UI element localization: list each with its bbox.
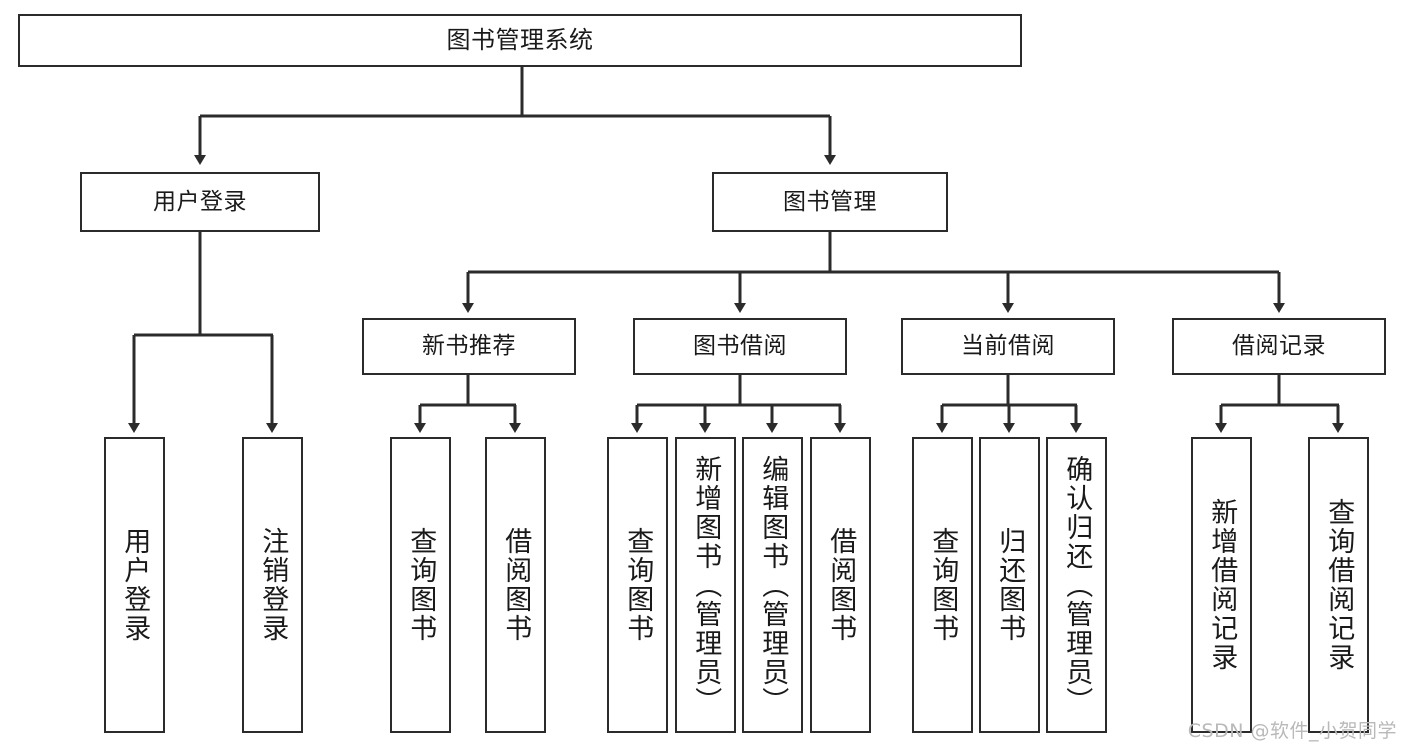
node-label: 借阅图书 bbox=[825, 527, 857, 643]
node-label: 编辑图书（管理员） bbox=[757, 454, 789, 716]
leaf-user-login-login[interactable]: 用户登录 bbox=[104, 437, 165, 733]
node-root-system[interactable]: 图书管理系统 bbox=[18, 14, 1022, 67]
leaf-user-login-logout[interactable]: 注销登录 bbox=[242, 437, 303, 733]
node-user-login[interactable]: 用户登录 bbox=[80, 172, 320, 232]
node-label: 用户登录 bbox=[119, 527, 151, 643]
node-label: 查询图书 bbox=[405, 527, 437, 643]
leaf-new-book-borrow[interactable]: 借阅图书 bbox=[485, 437, 546, 733]
node-label: 图书借阅 bbox=[693, 333, 787, 360]
node-label: 用户登录 bbox=[153, 188, 247, 215]
node-label: 当前借阅 bbox=[961, 333, 1055, 360]
leaf-current-return-book[interactable]: 归还图书 bbox=[979, 437, 1040, 733]
node-label: 借阅图书 bbox=[500, 527, 532, 643]
leaf-new-book-query[interactable]: 查询图书 bbox=[390, 437, 451, 733]
node-label: 确认归还（管理员） bbox=[1061, 454, 1093, 716]
node-label: 查询图书 bbox=[927, 527, 959, 643]
node-label: 新增借阅记录 bbox=[1206, 498, 1238, 672]
node-new-book-recommend[interactable]: 新书推荐 bbox=[362, 318, 576, 375]
node-current-borrow[interactable]: 当前借阅 bbox=[901, 318, 1115, 375]
leaf-borrow-add-book[interactable]: 新增图书（管理员） bbox=[675, 437, 736, 733]
leaf-current-confirm-return[interactable]: 确认归还（管理员） bbox=[1046, 437, 1107, 733]
node-label: 图书管理系统 bbox=[446, 25, 594, 54]
leaf-record-add-record[interactable]: 新增借阅记录 bbox=[1191, 437, 1252, 733]
leaf-borrow-query-book[interactable]: 查询图书 bbox=[607, 437, 668, 733]
node-label: 新增图书（管理员） bbox=[690, 454, 722, 716]
node-borrow-record[interactable]: 借阅记录 bbox=[1172, 318, 1386, 375]
node-book-management[interactable]: 图书管理 bbox=[712, 172, 948, 232]
leaf-record-query-record[interactable]: 查询借阅记录 bbox=[1308, 437, 1369, 733]
node-label: 归还图书 bbox=[994, 527, 1026, 643]
node-label: 借阅记录 bbox=[1232, 333, 1326, 360]
node-label: 查询图书 bbox=[622, 527, 654, 643]
csdn-watermark: CSDN @软件_小贺同学 bbox=[1187, 720, 1397, 742]
leaf-current-query-book[interactable]: 查询图书 bbox=[912, 437, 973, 733]
node-label: 查询借阅记录 bbox=[1323, 498, 1355, 672]
node-book-borrow[interactable]: 图书借阅 bbox=[633, 318, 847, 375]
leaf-borrow-borrow-book[interactable]: 借阅图书 bbox=[810, 437, 871, 733]
node-label: 新书推荐 bbox=[422, 333, 516, 360]
node-label: 注销登录 bbox=[257, 527, 289, 643]
node-label: 图书管理 bbox=[783, 188, 877, 215]
leaf-borrow-edit-book[interactable]: 编辑图书（管理员） bbox=[742, 437, 803, 733]
